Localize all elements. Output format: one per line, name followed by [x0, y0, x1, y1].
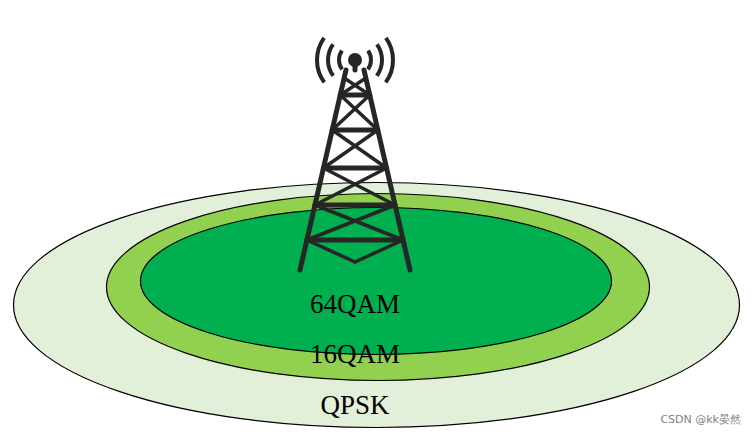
coverage-band: 64QAM 16QAM	[106, 193, 650, 381]
band-outline	[141, 208, 612, 355]
modulation-label: 64QAM	[310, 290, 400, 320]
modulation-label: QPSK	[320, 391, 389, 421]
coverage-band: 64QAM 16QAM QPSK	[13, 182, 740, 428]
watermark: CSDN @kk晏然	[660, 412, 741, 427]
modulation-label: 16QAM	[310, 340, 400, 370]
band-outline	[14, 183, 740, 428]
radio-waves	[315, 37, 395, 84]
band-outline	[107, 194, 650, 381]
antenna-tip	[348, 53, 362, 67]
coverage-band: 64QAM	[140, 207, 612, 355]
band-ellipse	[140, 207, 612, 355]
